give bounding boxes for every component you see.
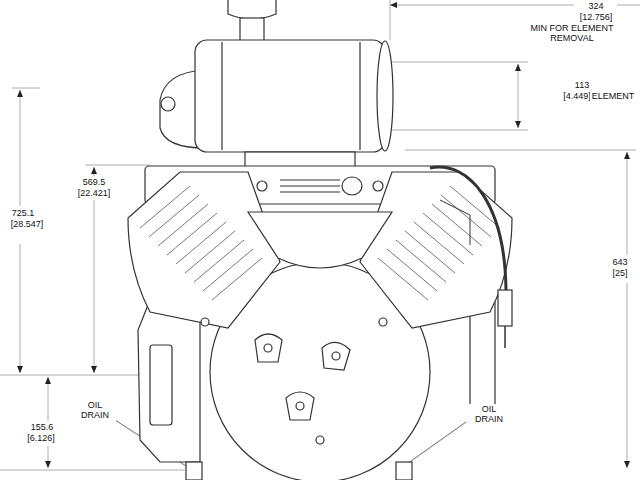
cooling-fin — [149, 195, 199, 237]
cooling-fin — [405, 231, 455, 273]
dimension-label: 643 — [604, 257, 636, 267]
dimension-label: [12.756] — [572, 12, 620, 22]
dimension-label: 725.1 — [3, 208, 43, 218]
cooling-fin — [441, 195, 491, 237]
cooling-fin — [378, 258, 428, 300]
cooling-fin — [396, 240, 446, 282]
dimension-label: OIL DRAIN — [74, 400, 116, 421]
cooling-fin — [167, 213, 217, 255]
dimension-label: MIN FOR ELEMENT REMOVAL — [528, 23, 616, 44]
dimension-label: [25] — [604, 268, 636, 278]
cooling-fin — [450, 186, 500, 228]
cooling-fin — [185, 231, 235, 273]
spark-plug-wire — [430, 167, 512, 348]
engine-outline — [128, 0, 512, 480]
cooling-fin — [432, 204, 482, 246]
cooling-fin — [212, 258, 262, 300]
dimension-label: ELEMENT — [590, 91, 636, 101]
dimension-label: [6.126] — [18, 433, 64, 443]
cooling-fin — [203, 249, 253, 291]
cooling-fin — [387, 249, 437, 291]
dimension-label: 324 — [575, 1, 617, 11]
cooling-fins — [140, 186, 500, 300]
dimension-label: 569.5 — [72, 177, 116, 187]
dimension-label: OIL DRAIN — [468, 404, 510, 425]
dimension-label: 155.6 — [22, 422, 62, 432]
cooling-fin — [414, 222, 464, 264]
cooling-fin — [158, 204, 208, 246]
cooling-fin — [140, 186, 190, 228]
dimension-label: [22.421] — [68, 188, 120, 198]
cooling-fin — [423, 213, 473, 255]
dimension-label: 113 — [566, 80, 598, 90]
cooling-fin — [176, 222, 226, 264]
cooling-fin — [194, 240, 244, 282]
dimension-label: [28.547] — [3, 219, 51, 229]
